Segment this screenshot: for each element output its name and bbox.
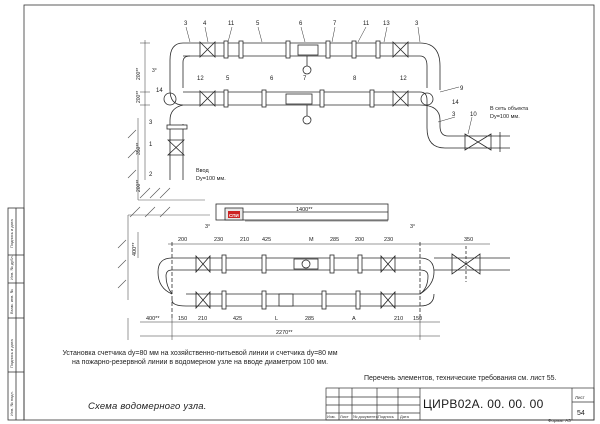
meter-logo-label: СПИ	[229, 213, 239, 218]
callout-top-8: 13	[383, 21, 390, 27]
callout-top-2: 4	[203, 21, 207, 27]
top-dim-1: 200	[178, 237, 187, 243]
top-dim-6: 285	[330, 237, 339, 243]
bottom-dim-3: 425	[233, 316, 242, 322]
callout-right-2: 10	[470, 112, 477, 118]
callout-mid-7: 12	[400, 76, 407, 82]
svg-text:Лист: Лист	[340, 414, 349, 419]
inlet-label-1: Ввод	[196, 168, 209, 174]
callout-mid-4: 7	[303, 76, 307, 82]
callout-top-3: 11	[228, 21, 235, 27]
dim-200-mid: 200**	[136, 91, 142, 103]
scheme-title: Схема водомерного узла.	[88, 401, 207, 412]
callout-left-3: 2	[149, 172, 153, 178]
bottom-dim-4: L	[275, 316, 278, 322]
bottom-dim-6: A	[352, 316, 356, 322]
upper-labels: 3 4 11 5 6 7 11 13 3 12 5 6 7 8 9 12 14 …	[136, 21, 529, 192]
callout-top-5: 6	[299, 21, 303, 27]
callout-mid-2: 5	[226, 76, 230, 82]
callout-mid-1: 12	[197, 76, 204, 82]
lower-walls	[117, 206, 210, 300]
angle-3-lower: 3°	[205, 224, 210, 230]
callout-mid-9: 14	[452, 100, 459, 106]
bottom-dim-5: 285	[305, 316, 314, 322]
dim-200-vert: 200**	[136, 180, 142, 192]
side-field-1: Подпись и дата	[9, 218, 14, 248]
side-field-5: Инв. № подл.	[9, 391, 14, 416]
document-code: ЦИРВ02А. 00. 00. 00	[423, 397, 544, 411]
lower-labels: 1400** 3° 200 230 210 425 M 285 200 230 …	[132, 207, 473, 336]
lower-fittings	[171, 207, 481, 318]
bottom-dim-7: 210	[394, 316, 403, 322]
svg-text:№ документа: № документа	[353, 414, 379, 419]
upper-callout-leaders	[185, 26, 473, 135]
callout-mid-6: 9	[460, 86, 464, 92]
dim-200-top: 200**	[136, 68, 142, 80]
svg-text:Подпись: Подпись	[378, 414, 394, 419]
outlet-label-2: Dy=100 мм.	[490, 114, 520, 120]
top-dim-8: 230	[384, 237, 393, 243]
bottom-dim-8: 150	[413, 316, 422, 322]
callout-top-4: 5	[256, 21, 260, 27]
side-field-4: Подпись и дата	[9, 338, 14, 368]
side-field-3: Взам. инв. №	[9, 289, 14, 314]
svg-text:Изм.: Изм.	[327, 414, 336, 419]
callout-mid-8: 14	[156, 88, 163, 94]
dim-350: 350**	[136, 143, 142, 155]
reference-note: Перечень элементов, технические требован…	[364, 375, 557, 382]
inlet-label-2: Dy=100 мм.	[196, 176, 226, 182]
callout-top-7: 11	[363, 21, 370, 27]
side-stamp-labels: Подпись и дата Инв. № дубл. Взам. инв. №…	[9, 218, 14, 416]
svg-text:Дата: Дата	[400, 414, 410, 419]
callout-mid-3: 6	[270, 76, 274, 82]
format-label: Формат А3	[548, 418, 571, 423]
upper-walls	[127, 118, 205, 201]
top-dim-2: 230	[214, 237, 223, 243]
top-dim-9: 3°	[410, 224, 415, 230]
top-dim-4: 425	[262, 237, 271, 243]
callout-right-1: 3	[452, 112, 456, 118]
outlet-label-1: В сеть объекта	[490, 106, 529, 112]
callout-mid-5: 8	[353, 76, 357, 82]
callout-left-2: 1	[149, 142, 153, 148]
callout-top-6: 7	[333, 21, 337, 27]
dim-400-vert: 400**	[132, 242, 138, 256]
upper-scheme	[169, 42, 510, 180]
side-field-2: Инв. № дубл.	[9, 255, 14, 280]
title-block	[325, 387, 595, 421]
callout-top-1: 3	[184, 21, 188, 27]
top-dim-3: 210	[240, 237, 249, 243]
drawing-frame	[7, 4, 595, 421]
installation-note: Установка счетчика dy=80 мм на хозяйстве…	[62, 350, 338, 366]
stamp-columns: Изм. Лист № документа Подпись Дата	[327, 414, 410, 419]
bottom-dim-2: 210	[198, 316, 207, 322]
upper-dimensions	[140, 40, 150, 180]
sheet-number: 54	[577, 410, 585, 417]
bottom-dim-1: 150	[178, 316, 187, 322]
top-dim-5: M	[309, 237, 314, 243]
sheet-label: Лист	[575, 395, 585, 400]
dim-400-left: 400**	[146, 316, 160, 322]
lower-dimension-lines	[127, 220, 490, 340]
callout-left-1: 3	[149, 120, 153, 126]
top-dim-7: 200	[355, 237, 364, 243]
upper-fittings	[163, 40, 501, 156]
plan-dim-total: 1400**	[296, 207, 313, 213]
callout-top-9: 3	[415, 21, 419, 27]
overall-dim: 2270**	[276, 330, 293, 336]
angle-3-upper: 3°	[152, 68, 157, 74]
top-dim-10: 350	[464, 237, 473, 243]
